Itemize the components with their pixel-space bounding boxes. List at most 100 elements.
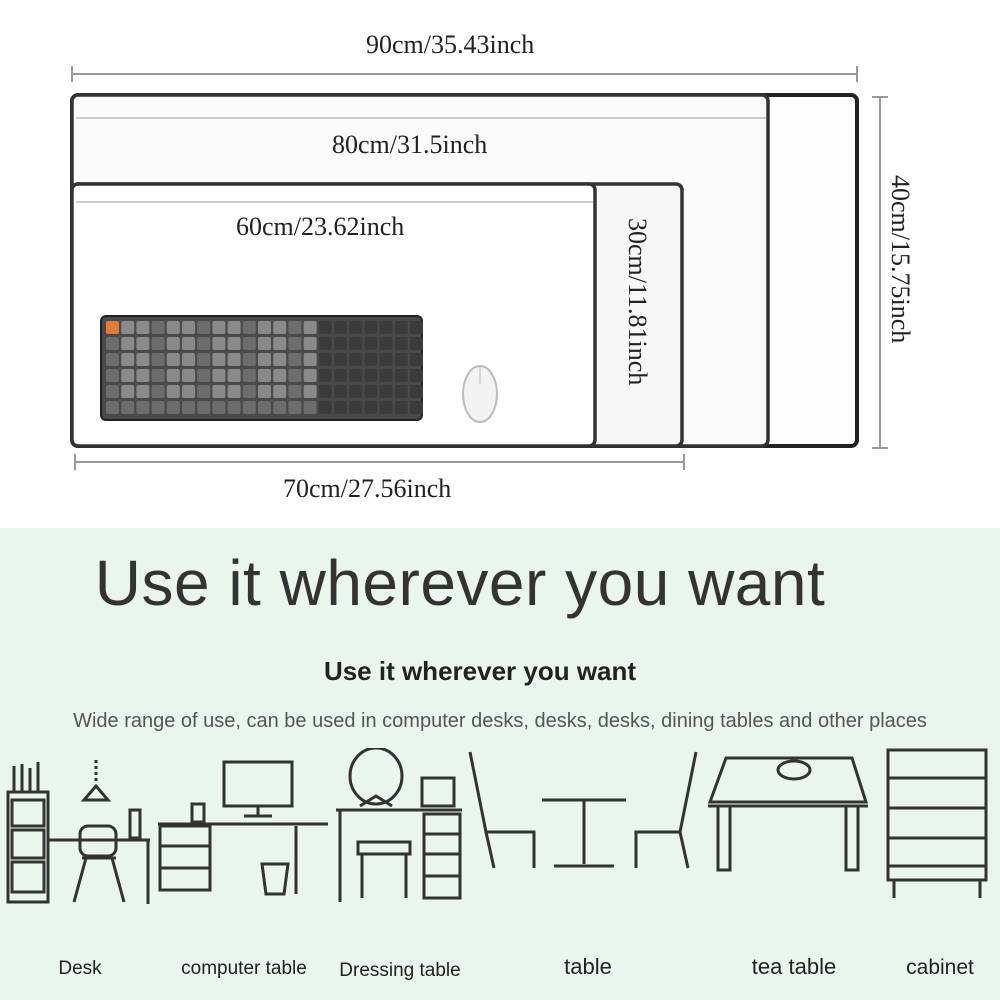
keyboard-key	[151, 353, 165, 366]
keyboard-key	[318, 337, 332, 350]
keyboard-illustration	[100, 315, 423, 421]
width-90-label: 90cm/35.43inch	[366, 30, 535, 59]
item-label-desk: Desk	[58, 958, 102, 979]
keyboard-key	[379, 353, 393, 366]
item-label-tea-table: tea table	[751, 954, 837, 979]
keyboard-key	[166, 321, 180, 334]
keyboard-key	[166, 337, 180, 350]
keyboard-key	[303, 385, 317, 398]
keyboard-key	[212, 353, 226, 366]
keyboard-key	[288, 369, 302, 382]
keyboard-key	[258, 337, 271, 350]
keyboard-key	[379, 337, 393, 350]
keyboard-key	[106, 385, 119, 398]
keyboard-key	[182, 353, 195, 366]
dressing-table-icon	[336, 748, 462, 902]
keyboard-key	[106, 401, 119, 414]
keyboard-key	[394, 321, 408, 334]
keyboard-key	[227, 353, 241, 366]
keyboard-key	[197, 401, 211, 414]
height-40-dimension-line	[872, 96, 888, 449]
keyboard-key	[334, 369, 347, 382]
keyboard-key	[227, 337, 241, 350]
keyboard-key	[197, 385, 211, 398]
keyboard-key	[394, 353, 408, 366]
keyboard-key	[242, 353, 256, 366]
keyboard-key	[318, 353, 332, 366]
keyboard-key	[121, 337, 135, 350]
keyboard-key	[166, 401, 180, 414]
keyboard-key	[394, 337, 408, 350]
width-70-dimension-line	[74, 454, 685, 470]
width-80-label: 80cm/31.5inch	[332, 130, 488, 159]
keyboard-key	[364, 401, 378, 414]
keyboard-key	[212, 321, 226, 334]
keyboard-key	[106, 337, 119, 350]
keyboard-key	[349, 385, 363, 398]
keyboard-key	[410, 353, 423, 366]
keyboard-key	[242, 321, 256, 334]
keyboard-key	[197, 353, 211, 366]
keyboard-key	[364, 369, 378, 382]
keyboard-key	[182, 369, 195, 382]
keyboard-key	[258, 401, 271, 414]
keyboard-key	[303, 369, 317, 382]
keyboard-key	[273, 369, 287, 382]
keyboard-key	[151, 321, 165, 334]
keyboard-key	[334, 337, 347, 350]
keyboard-key	[258, 353, 271, 366]
keyboard-key	[212, 385, 226, 398]
keyboard-key	[349, 401, 363, 414]
keyboard-key	[364, 353, 378, 366]
keyboard-key	[318, 385, 332, 398]
keyboard-key	[121, 353, 135, 366]
keyboard-key	[212, 401, 226, 414]
keyboard-key	[334, 321, 347, 334]
keyboard-key	[182, 337, 195, 350]
keyboard-key	[151, 369, 165, 382]
keyboard-key	[273, 353, 287, 366]
keyboard-key	[410, 337, 423, 350]
keyboard-key	[242, 401, 256, 414]
keyboard-key	[303, 337, 317, 350]
height-30-label: 30cm/11.81inch	[623, 218, 652, 386]
keyboard-key	[394, 401, 408, 414]
keyboard-key	[410, 385, 423, 398]
keyboard-key	[288, 337, 302, 350]
keyboard-key	[197, 337, 211, 350]
height-40-label: 40cm/15.75inch	[886, 175, 915, 344]
keyboard-key	[318, 401, 332, 414]
keyboard-key	[273, 321, 287, 334]
keyboard-key	[106, 353, 119, 366]
width-60-label: 60cm/23.62inch	[236, 212, 405, 241]
keyboard-key	[364, 385, 378, 398]
usage-description: Wide range of use, can be used in comput…	[73, 710, 927, 732]
keyboard-key	[212, 337, 226, 350]
usage-subheading: Use it wherever you want	[323, 656, 637, 686]
item-label-computer-table: computer table	[181, 958, 307, 979]
keyboard-key	[364, 337, 378, 350]
keyboard-key	[227, 321, 241, 334]
keyboard-key	[258, 321, 271, 334]
keyboard-key	[379, 385, 393, 398]
keyboard-key	[318, 369, 332, 382]
keyboard-key	[410, 401, 423, 414]
keyboard-key	[121, 321, 135, 334]
keyboard-key	[273, 385, 287, 398]
keyboard-key	[227, 401, 241, 414]
keyboard-key	[136, 321, 150, 334]
usage-section	[0, 528, 1000, 1000]
keyboard-key	[379, 369, 393, 382]
computer-table-icon	[158, 760, 328, 896]
keyboard-key	[379, 401, 393, 414]
keyboard-key	[212, 369, 226, 382]
keyboard-key	[151, 401, 165, 414]
keyboard-key	[273, 401, 287, 414]
keyboard-key	[288, 321, 302, 334]
desk-icon	[6, 760, 150, 904]
keyboard-key	[197, 369, 211, 382]
keyboard-key	[182, 401, 195, 414]
keyboard-key	[349, 353, 363, 366]
keyboard-key	[258, 369, 271, 382]
width-90-dimension-line	[71, 66, 858, 82]
